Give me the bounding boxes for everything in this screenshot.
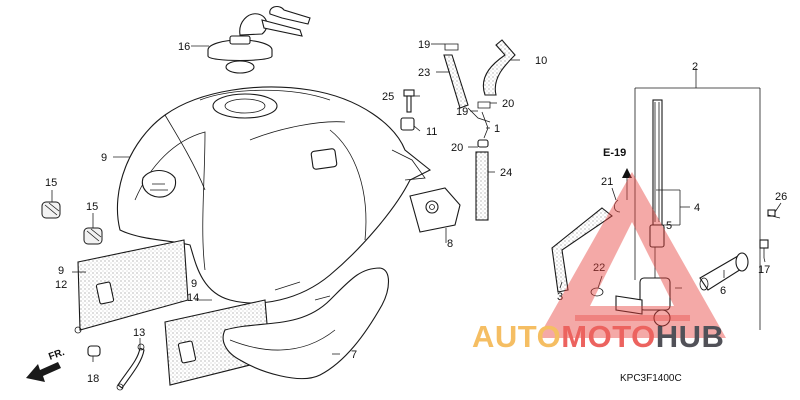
collar-11: [400, 117, 415, 131]
callout-19: 19: [418, 39, 430, 51]
callout-22: 22: [593, 262, 605, 274]
callout-1: 1: [494, 123, 500, 135]
watermark-part-moto: MOTO: [561, 319, 655, 354]
callout-5: 5: [666, 220, 672, 232]
fuel-tank: [116, 86, 432, 304]
front-direction-arrow: FR.: [26, 347, 66, 382]
band-13: [116, 343, 145, 391]
callout-20: 20: [451, 142, 463, 154]
callout-26: 26: [775, 191, 787, 203]
clip-22: [590, 287, 604, 297]
grommet-18: [87, 345, 101, 357]
callout-6: 6: [720, 285, 726, 297]
fuel-hose-3: [551, 207, 613, 293]
watermark-part-hub: HUB: [656, 319, 725, 354]
tank-lower-cover: [222, 267, 390, 379]
callout-18: 18: [87, 373, 99, 385]
fuel-cap-with-keys: [207, 5, 311, 74]
callout-9: 9: [101, 152, 107, 164]
callout-numbers: 16 9 15 15 9 12 9 14 13 18 7 8 25 11 19 …: [45, 39, 787, 385]
callout-13: 13: [133, 327, 145, 339]
watermark-part-auto: AUTO: [472, 319, 561, 354]
mounting-bracket: [409, 187, 461, 233]
bolt-25: [403, 89, 415, 113]
callout-3: 3: [557, 291, 563, 303]
callout-16: 16: [178, 41, 190, 53]
damper-rubber-left: [41, 201, 61, 219]
callout-19: 19: [456, 106, 468, 118]
breather-hose-23: [443, 54, 469, 109]
callout-14: 14: [187, 292, 199, 304]
fuel-filter-6: [699, 252, 749, 291]
diagram-code: KPC3F1400C: [620, 373, 682, 384]
callout-17: 17: [758, 264, 770, 276]
damper-rubber-right: [83, 227, 103, 245]
section-reference-e19: E-19: [603, 147, 632, 200]
callout-9: 9: [191, 278, 197, 290]
side-pad-left: [74, 239, 189, 334]
svg-text:AUTOMOTOHUB: AUTOMOTOHUB: [472, 319, 724, 354]
leader-lines: [51, 43, 782, 362]
callout-7: 7: [351, 349, 357, 361]
front-marker-label: FR.: [47, 347, 66, 363]
section-ref-label: E-19: [603, 147, 626, 159]
callout-15: 15: [86, 201, 98, 213]
watermark-triangle-logo: [538, 172, 726, 338]
callout-23: 23: [418, 67, 430, 79]
overflow-hose-10: [482, 39, 516, 96]
callout-24: 24: [500, 167, 512, 179]
callout-10: 10: [535, 55, 547, 67]
callout-2: 2: [692, 61, 698, 73]
callout-25: 25: [382, 91, 394, 103]
callout-4: 4: [694, 202, 700, 214]
callout-12: 12: [55, 279, 67, 291]
screw-26: [767, 209, 781, 219]
bolt-17: [759, 239, 769, 258]
callout-11: 11: [426, 126, 437, 138]
hose-clips: [444, 43, 491, 148]
callout-21: 21: [601, 176, 613, 188]
callout-9: 9: [58, 265, 64, 277]
callout-8: 8: [447, 238, 453, 250]
clip-21: [614, 199, 621, 213]
drain-hose-24: [475, 151, 489, 221]
callout-20: 20: [502, 98, 514, 110]
fuel-cock-assembly: [615, 87, 761, 330]
callout-15: 15: [45, 177, 57, 189]
automotohub-watermark: AUTOMOTOHUB: [472, 172, 726, 354]
